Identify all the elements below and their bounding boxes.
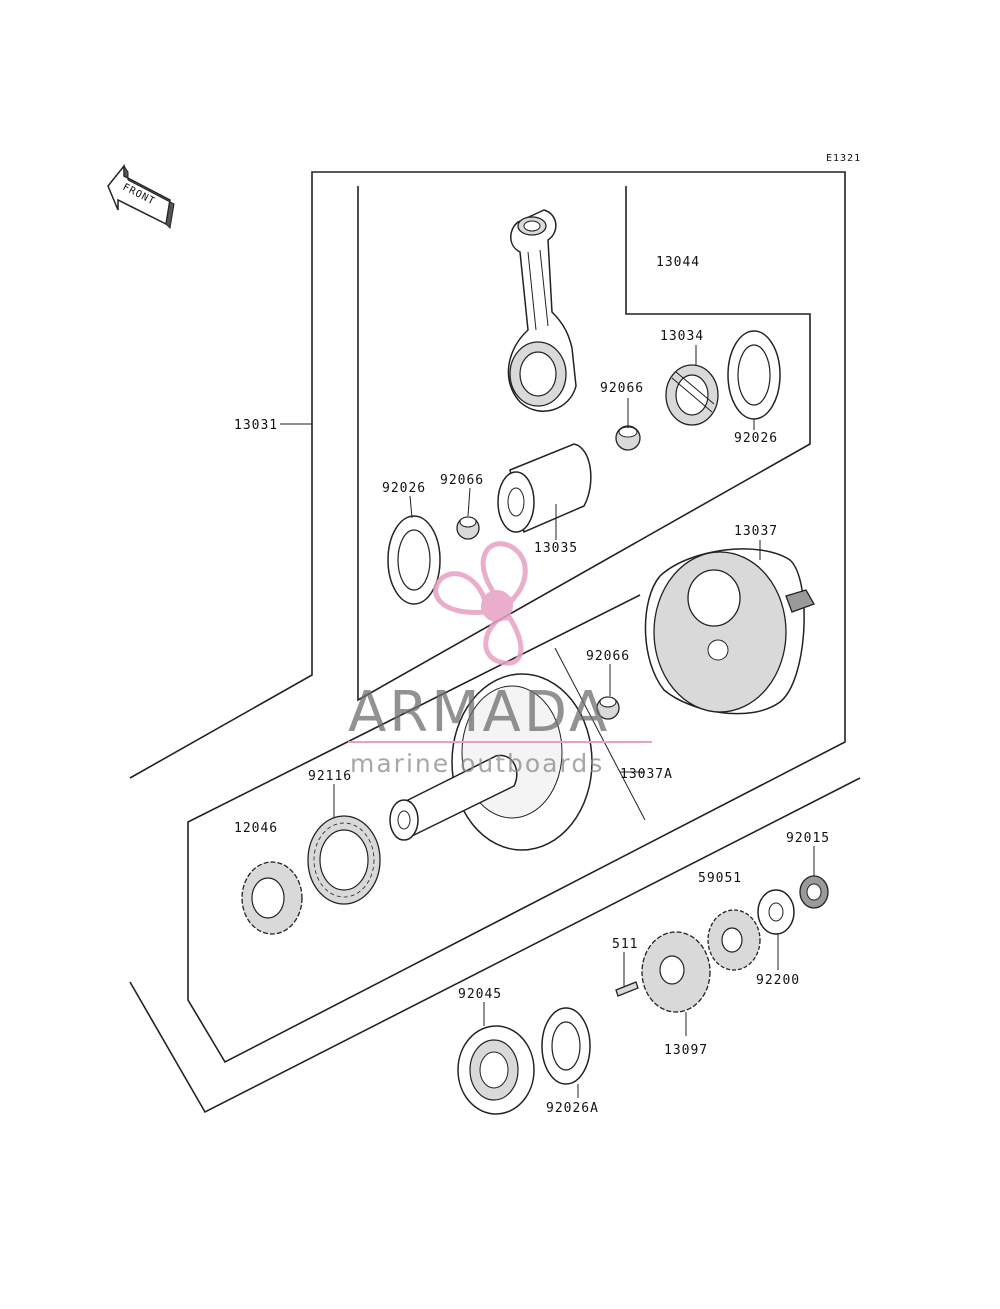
label-13031: 13031	[234, 418, 278, 433]
label-92045: 92045	[458, 987, 502, 1002]
main-bearing-92116	[307, 815, 381, 905]
watermark-brand: ARMADA	[348, 680, 610, 745]
label-92200: 92200	[756, 973, 800, 988]
connecting-rod	[507, 209, 577, 412]
watermark-tagline: marine outboards	[350, 749, 604, 778]
gear-12046	[241, 861, 303, 935]
bottom-frame-line	[129, 777, 861, 1114]
crank-web-left	[389, 673, 593, 851]
label-92066-mid: 92066	[440, 473, 484, 488]
main-bearing-92045	[457, 1025, 535, 1115]
armada-watermark: ARMADA marine outboards	[348, 541, 652, 778]
needle-bearing	[665, 364, 719, 426]
label-13037: 13037	[734, 524, 778, 539]
inner-frame-line	[357, 186, 811, 702]
gear-13097	[641, 931, 711, 1013]
front-direction-arrow-icon: FRONT	[107, 163, 175, 230]
thrust-washer-left	[387, 515, 441, 605]
label-13035: 13035	[534, 541, 578, 556]
crank-web-right	[644, 548, 815, 715]
gear-59051	[707, 909, 761, 971]
crank-guide-line	[554, 647, 646, 821]
label-92066-lower: 92066	[586, 649, 630, 664]
label-13097: 13097	[664, 1043, 708, 1058]
label-92026A: 92026A	[546, 1101, 599, 1116]
label-92026-top: 92026	[734, 431, 778, 446]
washer-92200	[757, 889, 795, 935]
nut-92015	[799, 875, 829, 909]
crank-pin	[497, 443, 592, 534]
thrust-washer-top	[727, 330, 781, 420]
label-92116: 92116	[308, 769, 352, 784]
leader-lines	[280, 345, 815, 1098]
frame-divider	[187, 594, 641, 823]
pin-top	[615, 425, 641, 451]
label-13044: 13044	[656, 255, 700, 270]
label-511: 511	[612, 937, 638, 952]
key-511	[615, 981, 639, 997]
propeller-logo-icon	[433, 541, 528, 666]
label-13037A: 13037A	[620, 767, 673, 782]
pin-mid	[456, 516, 480, 540]
diagram-code: E1321	[826, 153, 861, 164]
label-92015: 92015	[786, 831, 830, 846]
label-12046: 12046	[234, 821, 278, 836]
label-59051: 59051	[698, 871, 742, 886]
pin-lower	[596, 696, 620, 720]
label-13034: 13034	[660, 329, 704, 344]
outer-frame-line	[129, 171, 846, 1064]
washer-92026A	[541, 1007, 591, 1085]
label-92066-top: 92066	[600, 381, 644, 396]
label-92026-left: 92026	[382, 481, 426, 496]
